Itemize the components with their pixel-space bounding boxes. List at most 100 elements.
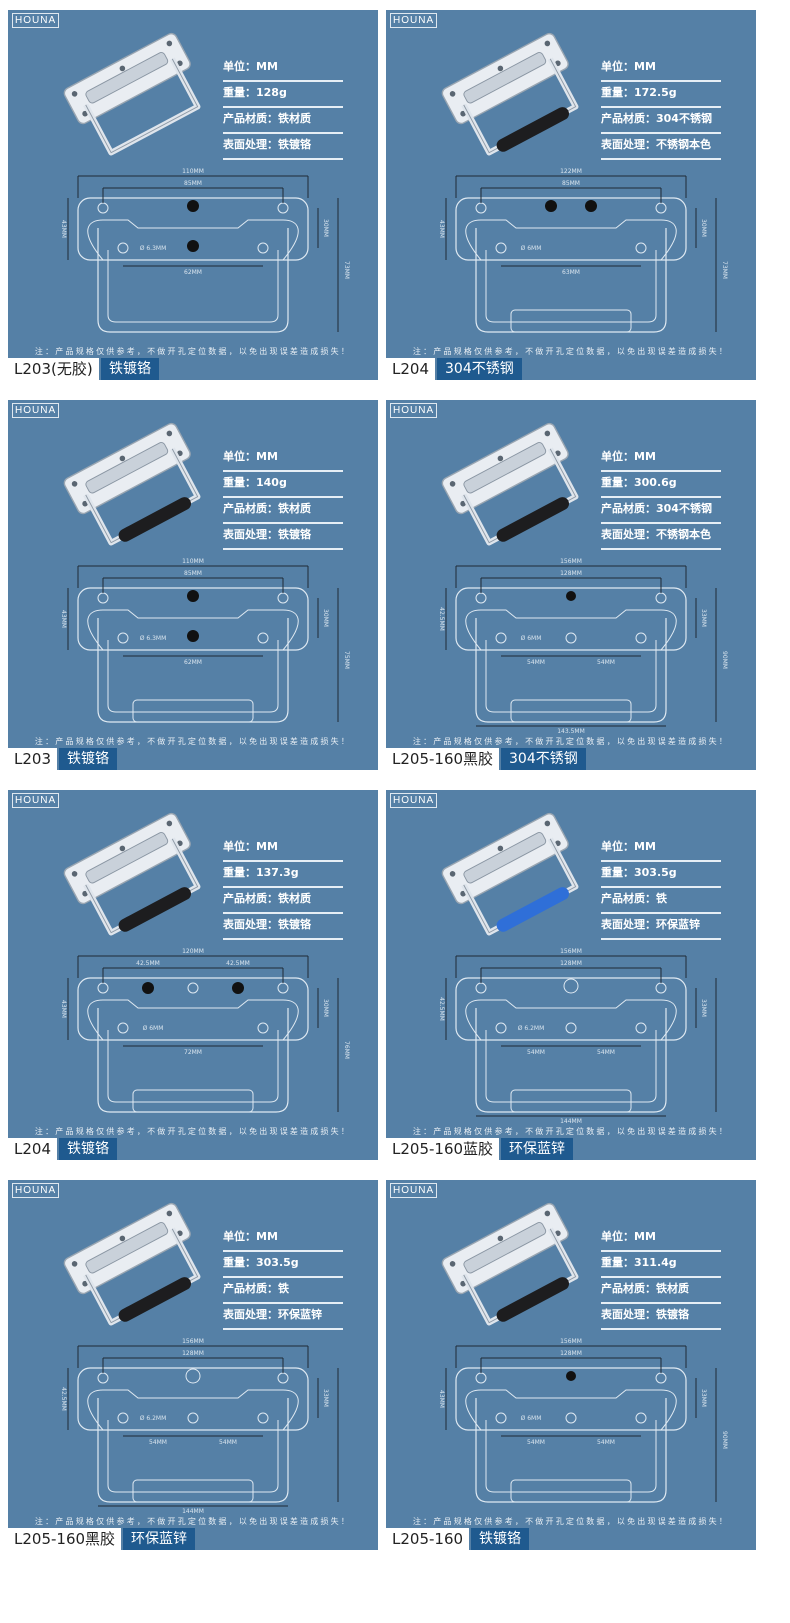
mount-hole xyxy=(495,632,507,644)
dim-inner-height: 33MM xyxy=(322,1389,329,1407)
dim-hole-diameter: Ø 6.2MM xyxy=(140,1415,167,1422)
dim-overall-width: 156MM xyxy=(560,948,582,955)
handle-illustration xyxy=(63,812,201,936)
handle-inner-outline xyxy=(485,1030,657,1103)
spec-label-material: 产品材质： xyxy=(601,892,656,905)
spec-row-finish: 表面处理：环保蓝锌 xyxy=(223,1304,343,1330)
rivet-hole xyxy=(187,200,199,212)
model-label: L203 xyxy=(8,748,57,770)
rubber-grip xyxy=(496,1277,570,1322)
spec-value-unit: MM xyxy=(634,450,656,463)
handle-outline xyxy=(97,1008,289,1113)
finish-tag: 304不锈钢 xyxy=(437,358,522,380)
dim-side-height: 43MM xyxy=(60,1000,67,1018)
grip-outline xyxy=(132,699,254,723)
mount-hole xyxy=(277,1372,289,1384)
spec-label-material: 产品材质： xyxy=(223,502,278,515)
handle-inner-outline xyxy=(107,1420,279,1493)
plate-channel xyxy=(85,832,169,884)
spec-label-weight: 重量： xyxy=(601,86,634,99)
rivet-hole xyxy=(232,982,244,994)
product-photo xyxy=(441,32,579,156)
mount-hole xyxy=(257,1022,269,1034)
plate-channel xyxy=(85,1222,169,1274)
model-label: L205-160 xyxy=(386,1528,470,1550)
center-hole xyxy=(563,978,579,994)
spec-label-unit: 单位： xyxy=(223,840,256,853)
dim-side-height: 43MM xyxy=(438,220,445,238)
dim-bottom-span: 62MM xyxy=(184,269,202,276)
brand-logo: HOUNA xyxy=(12,13,60,28)
spec-value-weight: 137.3g xyxy=(256,866,299,879)
mount-hole xyxy=(565,632,577,644)
rubber-grip xyxy=(118,1277,192,1322)
brand-logo: HOUNA xyxy=(12,403,60,418)
spec-value-weight: 172.5g xyxy=(634,86,677,99)
model-label: L204 xyxy=(386,358,435,380)
dim-hole-span: 128MM xyxy=(560,570,582,577)
screw-hole xyxy=(544,820,551,827)
spec-label-finish: 表面处理： xyxy=(223,918,278,931)
product-photo xyxy=(63,32,201,156)
spec-row-material: 产品材质：铁材质 xyxy=(223,888,343,914)
mount-hole xyxy=(257,632,269,644)
mount-hole xyxy=(655,592,667,604)
plate-outline xyxy=(455,587,687,651)
spec-row-unit: 单位：MM xyxy=(601,836,721,862)
dim-hole-diameter: Ø 6.3MM xyxy=(140,635,167,642)
brand-logo: HOUNA xyxy=(12,1183,60,1198)
spec-value-finish: 铁镀铬 xyxy=(278,138,311,151)
mount-hole xyxy=(635,632,647,644)
spec-row-unit: 单位：MM xyxy=(223,56,343,82)
product-photo xyxy=(441,812,579,936)
product-photo xyxy=(441,422,579,546)
dim-total-height: 73MM xyxy=(343,261,350,279)
plate-outline xyxy=(77,1367,309,1431)
rubber-grip xyxy=(496,107,570,152)
dim-hole-diameter: Ø 6MM xyxy=(521,635,542,642)
mount-hole xyxy=(257,1412,269,1424)
channel-outline xyxy=(87,609,299,651)
dim-hole-span: 128MM xyxy=(182,1350,204,1357)
screw-hole xyxy=(119,1235,126,1242)
plate-channel xyxy=(463,832,547,884)
spec-value-unit: MM xyxy=(256,60,278,73)
spec-value-finish: 环保蓝锌 xyxy=(656,918,700,931)
spec-row-weight: 重量：303.5g xyxy=(601,862,721,888)
dim-bottom-span: 54MM xyxy=(149,1439,167,1446)
spec-value-material: 铁材质 xyxy=(278,112,311,125)
rubber-grip xyxy=(118,887,192,932)
spec-row-material: 产品材质：铁材质 xyxy=(223,498,343,524)
spec-row-weight: 重量：303.5g xyxy=(223,1252,343,1278)
spec-row-unit: 单位：MM xyxy=(223,1226,343,1252)
mount-hole xyxy=(655,202,667,214)
screw-hole xyxy=(119,65,126,72)
spec-label-material: 产品材质： xyxy=(223,112,278,125)
spec-value-material: 铁材质 xyxy=(278,892,311,905)
dim-hole-span: 85MM xyxy=(562,180,580,187)
spec-label-finish: 表面处理： xyxy=(223,1308,278,1321)
dim-bottom-span: 54MM xyxy=(527,1049,545,1056)
mount-hole xyxy=(635,242,647,254)
spec-row-finish: 表面处理：不锈钢本色 xyxy=(601,524,721,550)
finish-tag: 304不锈钢 xyxy=(501,748,586,770)
spec-value-finish: 铁镀铬 xyxy=(656,1308,689,1321)
screw-hole xyxy=(166,40,173,47)
channel-outline xyxy=(465,1389,677,1431)
mount-hole xyxy=(277,202,289,214)
spec-row-weight: 重量：172.5g xyxy=(601,82,721,108)
spec-label-weight: 重量： xyxy=(223,1256,256,1269)
spec-label-unit: 单位： xyxy=(601,840,634,853)
handle-outline xyxy=(475,1008,667,1113)
dim-inner-height: 30MM xyxy=(322,219,329,237)
spec-label-weight: 重量： xyxy=(601,866,634,879)
spec-value-finish: 不锈钢本色 xyxy=(656,528,711,541)
disclaimer-note: 注：产品规格仅供参考，不做开孔定位数据，以免出现误差造成损失！ xyxy=(34,1517,352,1526)
model-label: L203(无胶) xyxy=(8,358,99,380)
spec-row-material: 产品材质：304不锈钢 xyxy=(601,498,721,524)
dim-overall-width: 156MM xyxy=(560,558,582,565)
screw-hole xyxy=(497,1235,504,1242)
